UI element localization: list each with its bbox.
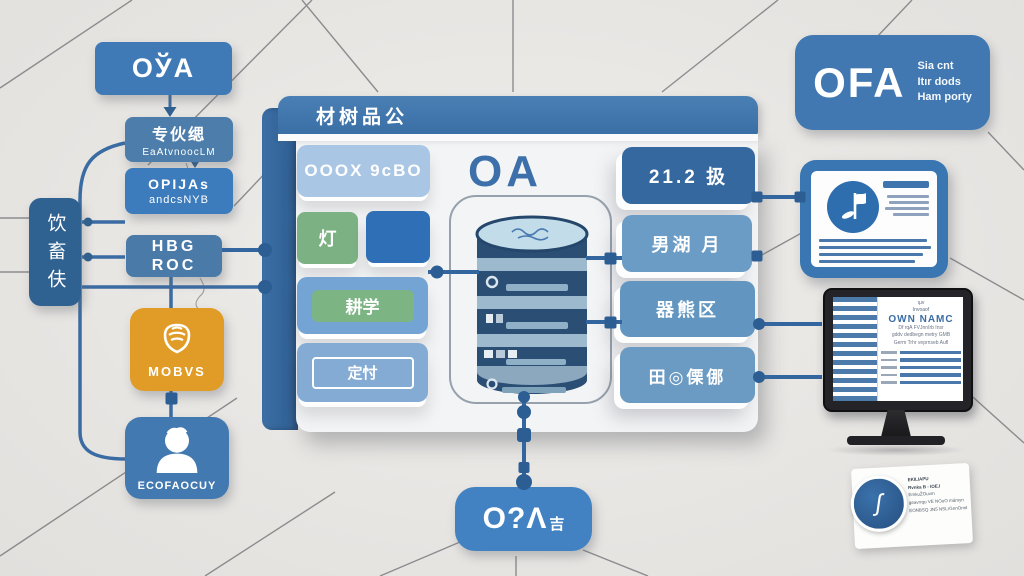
side-tab: 饮畜伕: [29, 198, 81, 306]
bottom-oa-box: O?Λ 吉: [455, 487, 592, 551]
monitor-form-bars: [881, 350, 961, 385]
monitor-bezel: ıμv Invoaof OWN NAMC Df rqA FVJnnIrb Ins…: [823, 288, 973, 412]
panel-right-box-3: 器熊区: [620, 281, 755, 337]
hbg-line2: ROC: [151, 257, 197, 274]
document-paper: [811, 171, 937, 267]
monitor-shadow: [826, 444, 966, 456]
hbg-roc-box: HBG ROC: [126, 235, 222, 277]
opi-subtitle: andcsNYB: [149, 194, 209, 206]
bottom-oa-label: O?Λ: [482, 502, 548, 535]
panel-title: OA: [468, 147, 542, 196]
panel-badge: OOOX 9cBO: [297, 145, 430, 197]
database-icon: [449, 195, 612, 404]
card-text: EKILIAPU Rvnka B - IOE.I EmkuŽOuvm geavr…: [907, 476, 968, 513]
oa-top-label: OЎA: [131, 53, 196, 83]
flag-icon: [827, 181, 879, 233]
agent-box: 专伙缌 EaAtvnoocLM: [125, 117, 233, 162]
panel-chip-blue: [366, 211, 430, 263]
agent-title: 专伙缌: [151, 127, 206, 144]
monitor-title: OWN NAMC: [888, 314, 954, 325]
panel-header: 材树品公: [278, 96, 758, 135]
panel-header-divider: [278, 134, 758, 141]
user-box: ECOFAOCUY: [125, 417, 229, 499]
monitor-main: ıμv Invoaof OWN NAMC Df rqA FVJnnIrb Ins…: [881, 300, 961, 400]
ofa-box: OFA Sia cnt Itır dods Ham porty: [795, 35, 990, 130]
opi-title: OPIJAs: [148, 176, 210, 192]
monitor-illustration: ıμv Invoaof OWN NAMC Df rqA FVJnnIrb Ins…: [818, 286, 973, 456]
business-card: ʃ EKILIAPU Rvnka B - IOE.I EmkuŽOuvm gea…: [849, 462, 974, 550]
panel-row-2: 耕学: [297, 277, 428, 334]
panel-right-box-2: 男湖 月: [622, 215, 752, 272]
ofa-title: OFA: [813, 58, 906, 106]
panel-row-3: 定忖: [297, 343, 428, 402]
shield-icon: [159, 320, 195, 361]
mobus-box: MOBVS: [130, 308, 224, 391]
hbg-line1: HBG: [151, 237, 197, 255]
panel-chip-3: 定忖: [311, 356, 414, 389]
mobus-label: MOBVS: [148, 364, 206, 379]
oa-top-box: OЎA: [95, 42, 232, 95]
monitor-screen: ıμv Invoaof OWN NAMC Df rqA FVJnnIrb Ins…: [833, 297, 963, 401]
panel-right-box-1: 21.2 扱: [622, 147, 755, 204]
agent-subtitle: EaAtvnoocLM: [142, 147, 216, 158]
panel-chip-2: 耕学: [311, 289, 414, 322]
panel-badge-label: OOOX 9cBO: [304, 161, 423, 180]
person-icon: [149, 425, 205, 478]
panel-chip-1: 灯: [297, 212, 358, 264]
side-tab-label: 饮畜伕: [44, 213, 66, 297]
ofa-lines: Sia cnt Itır dods Ham porty: [917, 60, 972, 104]
monitor-stand: [881, 410, 911, 437]
monitor-base: [847, 436, 945, 445]
logo-icon: ʃ: [849, 474, 909, 534]
document-illustration: [800, 160, 948, 278]
user-box-label: ECOFAOCUY: [137, 479, 217, 492]
bottom-oa-suffix: 吉: [549, 515, 565, 533]
opi-box: OPIJAs andcsNYB: [125, 168, 233, 214]
panel-spine: [262, 108, 298, 430]
monitor-sidebar: [833, 297, 878, 401]
panel-right-box-4: 田◎傈㑚: [620, 347, 755, 403]
document-header-bar: [883, 181, 929, 188]
panel-header-title: 材树品公: [316, 107, 409, 128]
